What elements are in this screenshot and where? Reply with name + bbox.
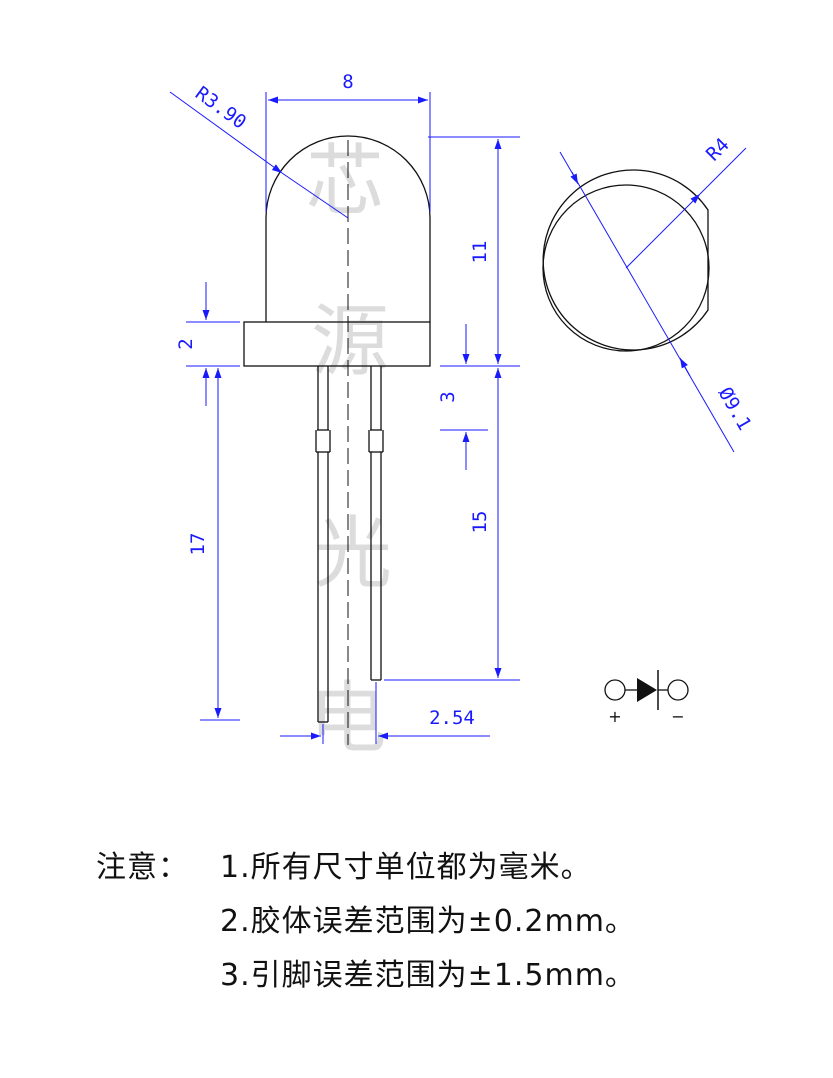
dim-lead-spacing: 2.54 xyxy=(429,707,475,729)
dim-lead-offset: 3 xyxy=(437,391,459,402)
led-side-view xyxy=(243,135,431,723)
dim-flange-height: 2 xyxy=(175,338,197,349)
diode-triangle xyxy=(637,678,657,702)
watermark-char-3: 光 xyxy=(314,509,392,599)
top-flange-outline xyxy=(542,169,709,351)
anode-label: + xyxy=(608,707,621,726)
note-item-2: 2.胶体误差范围为±0.2mm。 xyxy=(220,904,636,939)
note-item-3: 3.引脚误差范围为±1.5mm。 xyxy=(220,958,636,993)
dim-top-radius: R4 xyxy=(702,134,734,166)
top-lens-circle xyxy=(542,184,710,352)
watermark-char-2: 源 xyxy=(311,297,389,387)
dim-body-width: 8 xyxy=(342,71,353,93)
lead-short xyxy=(368,366,384,681)
dimension-lines xyxy=(169,91,520,744)
cathode-terminal xyxy=(667,679,689,701)
dim-lead-length-short: 15 xyxy=(469,511,491,534)
led-dome xyxy=(265,135,431,322)
dim-lead-length-long: 17 xyxy=(187,533,209,556)
led-top-view: R4 Ø9.1 xyxy=(542,134,756,453)
diode-symbol: + − xyxy=(604,670,689,726)
anode-terminal xyxy=(604,679,626,701)
dim-dome-height: 11 xyxy=(469,241,491,264)
cathode-label: − xyxy=(671,707,684,726)
watermark: 芯 源 光 电 xyxy=(306,137,392,764)
dim-flange-diameter: Ø9.1 xyxy=(714,384,756,435)
notes-heading: 注意： xyxy=(96,850,189,885)
lead-long xyxy=(315,366,331,723)
note-item-1: 1.所有尺寸单位都为毫米。 xyxy=(220,850,592,885)
led-flange xyxy=(243,321,431,367)
dim-dome-radius: R3.90 xyxy=(191,82,250,133)
watermark-char-1: 芯 xyxy=(306,137,384,227)
